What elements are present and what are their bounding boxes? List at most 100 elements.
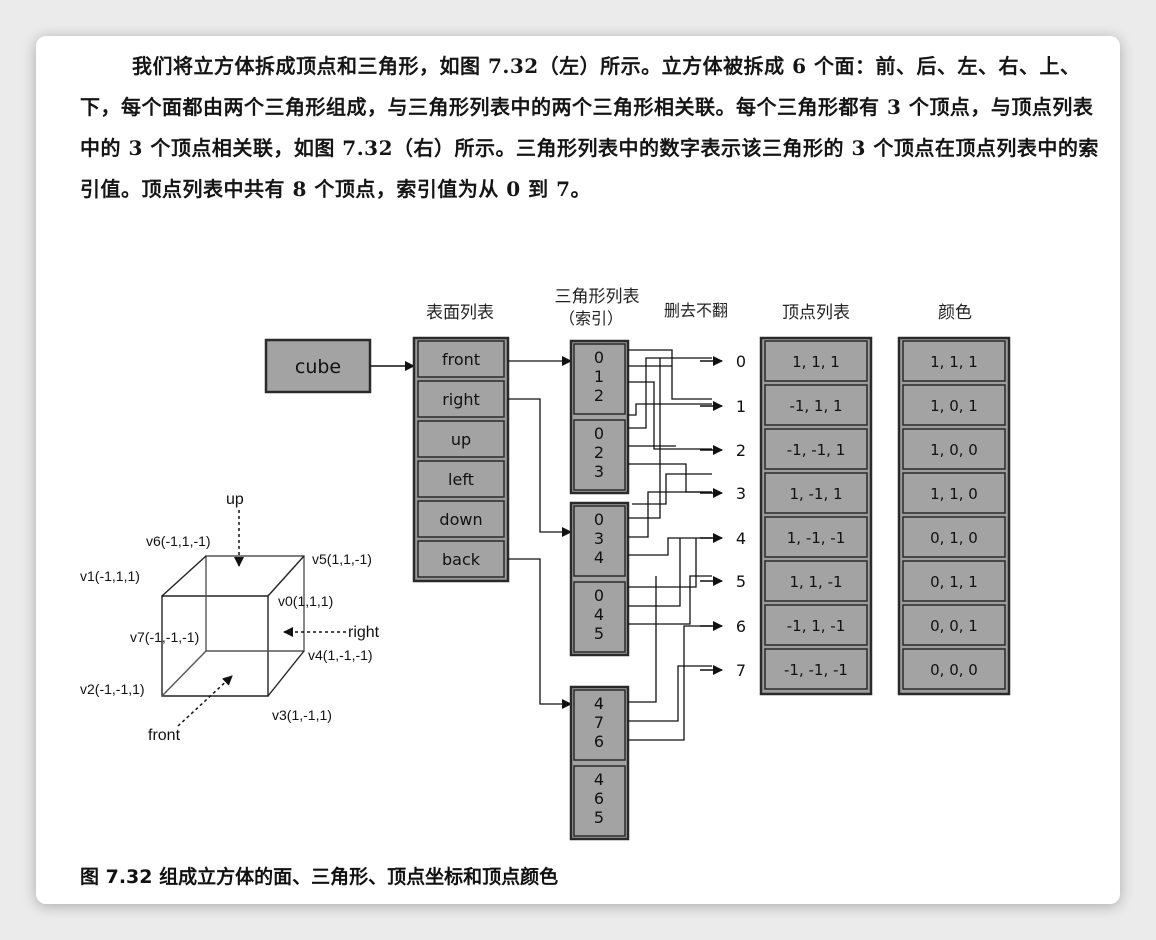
color-value: 0, 0, 0 bbox=[930, 661, 978, 679]
color-cell bbox=[902, 384, 1006, 426]
header-deleted-note: 删去不翻 bbox=[664, 301, 728, 320]
vertex-cell bbox=[764, 604, 868, 646]
vertex-coords: -1, -1, -1 bbox=[784, 661, 848, 679]
cube-up-label: up bbox=[226, 491, 244, 508]
triangle-index: 0 bbox=[594, 424, 604, 443]
triangle-index: 7 bbox=[594, 713, 604, 732]
cube-drawing bbox=[161, 555, 305, 697]
triangle-index: 0 bbox=[594, 510, 604, 529]
color-cell bbox=[902, 516, 1006, 558]
color-value: 1, 0, 0 bbox=[930, 441, 978, 459]
vertex-index: 3 bbox=[736, 484, 746, 503]
vertex-cell bbox=[764, 560, 868, 602]
document-card: 我们将立方体拆成顶点和三角形，如图 7.32（左）所示。立方体被拆成 6 个面：… bbox=[36, 36, 1120, 904]
vertex-label-v6: v6(-1,1,-1) bbox=[146, 533, 211, 549]
header-vertex-list: 顶点列表 bbox=[782, 303, 850, 323]
vertex-cell bbox=[764, 384, 868, 426]
vertex-cell bbox=[764, 516, 868, 558]
triangle-index: 4 bbox=[594, 694, 604, 713]
color-cell bbox=[902, 648, 1006, 690]
color-list: 1, 1, 11, 0, 11, 0, 01, 1, 00, 1, 00, 1,… bbox=[902, 340, 1006, 690]
triangle-index: 5 bbox=[594, 808, 604, 827]
vertex-index: 5 bbox=[736, 572, 746, 591]
triangle-cell bbox=[573, 765, 626, 837]
triangle-cell bbox=[573, 581, 626, 653]
vertex-coords: -1, -1, 1 bbox=[787, 441, 846, 459]
triangle-index: 0 bbox=[594, 586, 604, 605]
cube-box bbox=[264, 338, 372, 394]
triangle-index: 1 bbox=[594, 367, 604, 386]
triangle-index: 2 bbox=[594, 386, 604, 405]
cube-front-label: front bbox=[148, 727, 181, 744]
color-value: 1, 0, 1 bbox=[930, 397, 978, 415]
face-label: back bbox=[442, 550, 481, 569]
vertex-coords: 1, -1, 1 bbox=[789, 485, 842, 503]
header-surface-list: 表面列表 bbox=[426, 303, 494, 323]
vertex-label-v5: v5(1,1,-1) bbox=[312, 551, 372, 567]
color-cell bbox=[902, 340, 1006, 382]
face-cell bbox=[417, 380, 505, 418]
triangle-index: 4 bbox=[594, 548, 604, 567]
face-cell bbox=[417, 340, 505, 378]
triangle-cell bbox=[573, 505, 626, 577]
color-cell bbox=[902, 604, 1006, 646]
color-value: 0, 1, 1 bbox=[930, 573, 978, 591]
front-arrow bbox=[177, 675, 233, 727]
triangle-index: 5 bbox=[594, 624, 604, 643]
face-label: left bbox=[448, 470, 474, 489]
triangle-index: 6 bbox=[594, 732, 604, 751]
vertex-index: 4 bbox=[736, 529, 746, 548]
vertex-index: 1 bbox=[736, 397, 746, 416]
cube-label: cube bbox=[295, 356, 341, 378]
vertex-index: 6 bbox=[736, 617, 746, 636]
face-cell bbox=[417, 460, 505, 498]
color-cell bbox=[902, 560, 1006, 602]
body-paragraph: 我们将立方体拆成顶点和三角形，如图 7.32（左）所示。立方体被拆成 6 个面：… bbox=[80, 54, 1099, 201]
header-triangle-index: （索引） bbox=[559, 309, 623, 328]
vertex-index-arrows bbox=[700, 356, 723, 675]
face-connector bbox=[508, 558, 572, 709]
vertex-coords: -1, 1, -1 bbox=[787, 617, 846, 635]
figure-caption: 图 7.32 组成立方体的面、三角形、顶点坐标和顶点颜色 bbox=[80, 866, 559, 888]
face-label: down bbox=[439, 510, 482, 529]
vertex-label-v2: v2(-1,-1,1) bbox=[80, 681, 145, 697]
vertex-label-v4: v4(1,-1,-1) bbox=[308, 647, 373, 663]
color-cell bbox=[902, 472, 1006, 514]
color-value: 0, 0, 1 bbox=[930, 617, 978, 635]
cube-right-label: right bbox=[348, 624, 380, 641]
vertex-label-v3: v3(1,-1,1) bbox=[272, 707, 332, 723]
vertex-cell bbox=[764, 648, 868, 690]
header-triangle-list: 三角形列表 bbox=[555, 287, 640, 307]
triangle-cell bbox=[573, 343, 626, 415]
face-label: front bbox=[442, 350, 480, 369]
vertex-cell bbox=[764, 428, 868, 470]
surface-list: front right up left down back bbox=[417, 340, 572, 709]
vertex-list: 1, 1, 1 -1, 1, 1 -1, -1, 1 1, -1, 1 1, -1, -… bbox=[764, 340, 868, 690]
face-cell bbox=[417, 540, 505, 578]
triangle-index: 6 bbox=[594, 789, 604, 808]
triangle-cell bbox=[573, 419, 626, 491]
vertex-coords: 1, -1, -1 bbox=[787, 529, 846, 547]
face-connector bbox=[508, 398, 572, 537]
face-cell bbox=[417, 420, 505, 458]
triangle-index: 0 bbox=[594, 348, 604, 367]
vertex-label-v1: v1(-1,1,1) bbox=[80, 568, 140, 584]
face-label: up bbox=[451, 430, 471, 449]
vertex-coords: -1, 1, 1 bbox=[789, 397, 842, 415]
face-label: right bbox=[442, 390, 480, 409]
triangle-index: 3 bbox=[594, 462, 604, 481]
vertex-index: 7 bbox=[736, 661, 746, 680]
color-cell bbox=[902, 428, 1006, 470]
color-value: 1, 1, 1 bbox=[930, 353, 978, 371]
color-value: 0, 1, 0 bbox=[930, 529, 978, 547]
header-colors: 颜色 bbox=[938, 303, 972, 323]
vertex-cell bbox=[764, 472, 868, 514]
triangle-index: 4 bbox=[594, 770, 604, 789]
triangle-index: 2 bbox=[594, 443, 604, 462]
vertex-coords: 1, 1, 1 bbox=[792, 353, 840, 371]
vertex-index: 2 bbox=[736, 441, 746, 460]
triangle-index: 3 bbox=[594, 529, 604, 548]
vertex-cell bbox=[764, 340, 868, 382]
